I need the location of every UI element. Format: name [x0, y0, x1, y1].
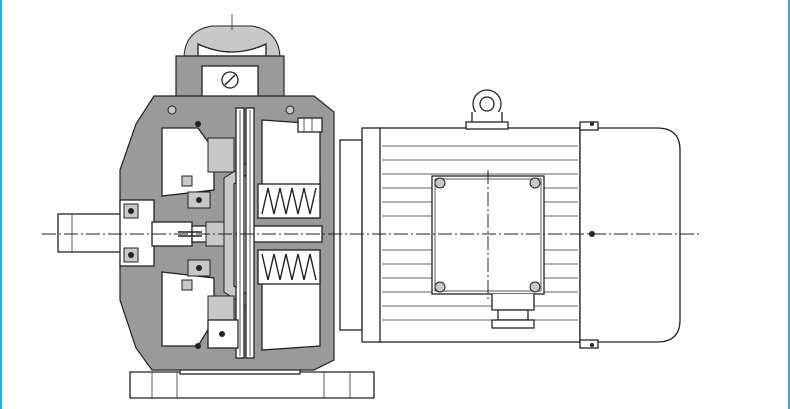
terminal-screw [529, 177, 541, 189]
spring-pack-upper [257, 183, 321, 219]
motor-adapter-flange [339, 139, 363, 331]
fan-cover-tab-bottom [579, 339, 599, 349]
terminal-box [431, 170, 545, 329]
terminal-screw [529, 281, 541, 293]
lifting-eye [465, 89, 509, 130]
motor-fan-cover [579, 127, 681, 343]
housing-cavity-lower-left [161, 271, 215, 347]
spring-pack-lower [257, 249, 321, 285]
friction-plates [235, 107, 255, 359]
terminal-screw [434, 177, 446, 189]
cable-gland-base [491, 294, 535, 311]
fan-cover-tab-top [579, 121, 599, 131]
cable-gland [497, 309, 529, 321]
terminal-screw [434, 281, 446, 293]
motor-body [339, 121, 681, 349]
roller-upper [207, 137, 235, 173]
top-breather-knob [183, 14, 281, 57]
motor-front-shield [361, 127, 383, 343]
housing-bolts [167, 105, 323, 133]
